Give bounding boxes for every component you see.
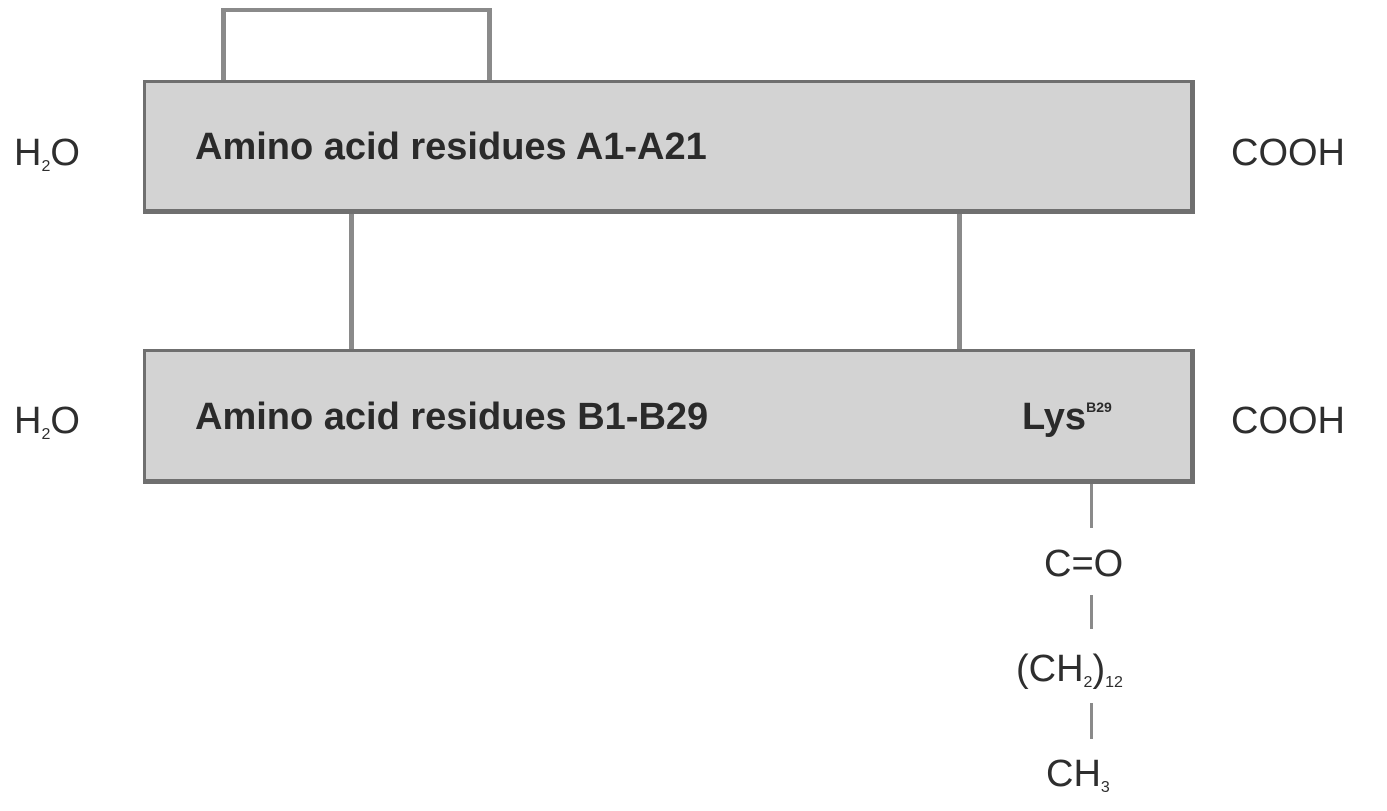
chain-a-label: Amino acid residues A1-A21	[195, 126, 707, 168]
chain-a-box	[143, 80, 1195, 214]
side-chain-methyl: CH3	[1046, 753, 1110, 796]
chain-a-c-terminus: COOH	[1231, 132, 1345, 174]
side-chain-methylene: (CH2)12	[1016, 648, 1123, 691]
chain-b-c-terminus: COOH	[1231, 400, 1345, 442]
lysine-b29-label: LysB29	[1022, 396, 1112, 438]
disulfide-bridge-1	[349, 214, 354, 351]
disulfide-loop-top	[221, 8, 492, 12]
chain-a-n-terminus: H2O	[14, 132, 80, 175]
disulfide-bridge-2	[957, 214, 962, 351]
side-chain-bond-2	[1090, 595, 1093, 629]
chain-b-label: Amino acid residues B1-B29	[195, 396, 709, 438]
chain-b-n-terminus: H2O	[14, 400, 80, 443]
side-chain-bond-1	[1090, 484, 1093, 528]
disulfide-loop-left	[221, 8, 226, 82]
side-chain-bond-3	[1090, 703, 1093, 739]
side-chain-carbonyl: C=O	[1044, 543, 1124, 585]
chain-b-box	[143, 349, 1195, 484]
disulfide-loop-right	[487, 8, 492, 82]
